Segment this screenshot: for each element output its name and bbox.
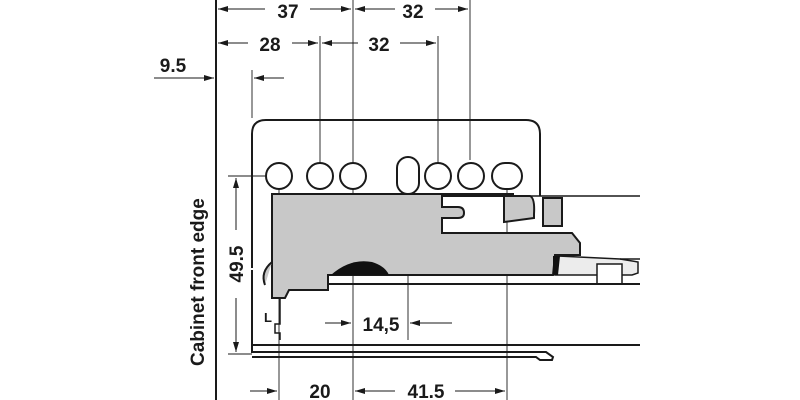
dimension-28: 28 (218, 35, 318, 56)
runner-profile (262, 193, 640, 299)
mounting-plate (251, 119, 541, 268)
runner-lock-block (596, 263, 623, 285)
dimension-32-top-label: 32 (402, 2, 423, 23)
dimension-28-label: 28 (259, 35, 280, 56)
dimension-41-5: 41.5 (355, 382, 505, 400)
hole-5 (457, 162, 485, 190)
hole-1 (265, 162, 293, 190)
dimension-32-second: 32 (322, 35, 436, 56)
cabinet-front-edge-label: Cabinet front edge (188, 198, 209, 366)
slot-horizontal (491, 162, 523, 190)
dimension-14-5: 14,5 (325, 315, 452, 336)
dimension-14-5-label: 14,5 (363, 315, 400, 336)
dimension-37: 37 (218, 2, 351, 23)
dimension-32-top: 32 (355, 2, 468, 23)
mounting-holes (265, 156, 523, 195)
dimension-49-5-label: 49.5 (227, 245, 248, 282)
dimension-9-5-label: 9.5 (160, 56, 187, 77)
dimension-41-5-label: 41.5 (408, 382, 445, 400)
left-marker-text: L (264, 310, 272, 325)
dimension-20: 20 (250, 382, 331, 400)
hole-3 (339, 162, 367, 190)
dimension-37-label: 37 (277, 2, 298, 23)
dimension-9-5: 9.5 (154, 56, 284, 81)
dimension-49-5: 49.5 (227, 178, 248, 352)
hole-2 (306, 162, 334, 190)
dimension-20-label: 20 (309, 382, 330, 400)
bottom-rail (251, 270, 640, 361)
front-bracket (274, 298, 281, 340)
slot-vertical (396, 156, 420, 195)
left-marker: L (264, 310, 272, 325)
cabinet-front-edge-text: Cabinet front edge (188, 198, 209, 366)
dimension-32-second-label: 32 (368, 35, 389, 56)
hole-4 (424, 162, 452, 190)
